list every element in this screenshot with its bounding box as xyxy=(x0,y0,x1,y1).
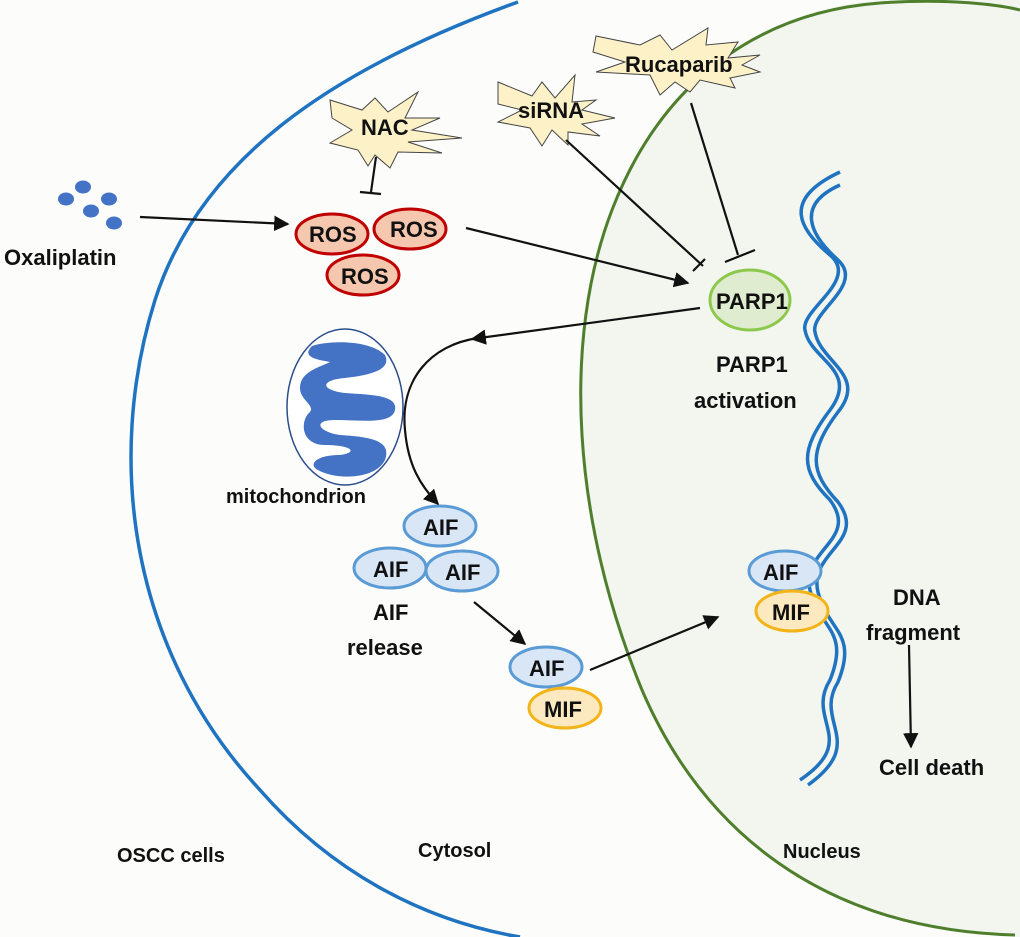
parp1-caption-line1: PARP1 xyxy=(716,352,788,377)
region-label-cytosol: Cytosol xyxy=(418,840,491,862)
nucleus-membrane-top xyxy=(879,0,1020,12)
aif-cytosol-label: AIF xyxy=(529,656,564,681)
aif-mif-complex-nucleus: AIF MIF xyxy=(747,549,830,633)
parp1-label: PARP1 xyxy=(716,289,788,314)
mif-cytosol-label: MIF xyxy=(544,697,582,722)
dna-fragment-line1: DNA xyxy=(893,585,941,610)
edge-sirna-inhibits-parp1-bar xyxy=(692,258,706,272)
aif-cluster: AIF AIF AIF xyxy=(352,504,500,593)
nac-starburst xyxy=(328,90,463,169)
edge-complex-to-nucleus xyxy=(589,615,720,672)
cell-membrane xyxy=(129,0,521,937)
region-label-cell: OSCC cells xyxy=(117,845,225,867)
edge-sirna-inhibits-parp1 xyxy=(565,139,704,267)
edge-rucaparib-inhibits-parp1-bar xyxy=(724,248,756,264)
region-label-nucleus: Nucleus xyxy=(783,841,861,863)
parp1-node xyxy=(708,268,792,332)
edge-nac-inhibits-ros-bar xyxy=(359,190,382,196)
edge-nac-inhibits-ros xyxy=(369,156,378,193)
dna-fragment-line2: fragment xyxy=(866,620,961,645)
aif-label-2: AIF xyxy=(373,557,408,582)
mitochondrion-label: mitochondrion xyxy=(226,486,366,508)
rucaparib-starburst xyxy=(592,27,762,96)
parp1-caption-line2: activation xyxy=(694,388,797,413)
oxaliplatin-molecule-icon xyxy=(58,180,122,230)
sirna-label: siRNA xyxy=(518,98,584,123)
dna-helix-icon xyxy=(799,170,850,787)
edge-aif-release-to-complex xyxy=(473,601,527,645)
edge-oxaliplatin-to-ros xyxy=(139,215,290,232)
ros-label-3: ROS xyxy=(341,264,389,289)
edge-parp1-to-mitochondrion xyxy=(470,306,701,345)
aif-mif-complex-cytosol: AIF MIF xyxy=(508,645,603,730)
edge-dna-fragment-to-cell-death xyxy=(903,644,919,749)
sirna-starburst xyxy=(496,73,616,147)
edge-ros-to-parp1 xyxy=(465,226,690,288)
aif-label-3: AIF xyxy=(445,560,480,585)
aif-release-caption-line1: AIF xyxy=(373,600,408,625)
ros-label-2: ROS xyxy=(390,217,438,242)
aif-label-1: AIF xyxy=(423,515,458,540)
cell-death-label: Cell death xyxy=(879,755,984,780)
rucaparib-label: Rucaparib xyxy=(625,52,733,77)
mitochondrion-icon xyxy=(286,328,404,486)
mif-nucleus-label: MIF xyxy=(772,600,810,625)
edge-rucaparib-inhibits-parp1 xyxy=(689,102,740,256)
nac-label: NAC xyxy=(361,115,409,140)
ros-label-1: ROS xyxy=(309,222,357,247)
aif-release-caption-line2: release xyxy=(347,635,423,660)
oxaliplatin-label: Oxaliplatin xyxy=(4,245,116,270)
edge-mitochondrion-to-aif-release xyxy=(403,336,479,506)
nucleus-membrane xyxy=(578,0,1020,937)
aif-nucleus-label: AIF xyxy=(763,560,798,585)
ros-cluster: ROS ROS ROS xyxy=(294,207,448,297)
